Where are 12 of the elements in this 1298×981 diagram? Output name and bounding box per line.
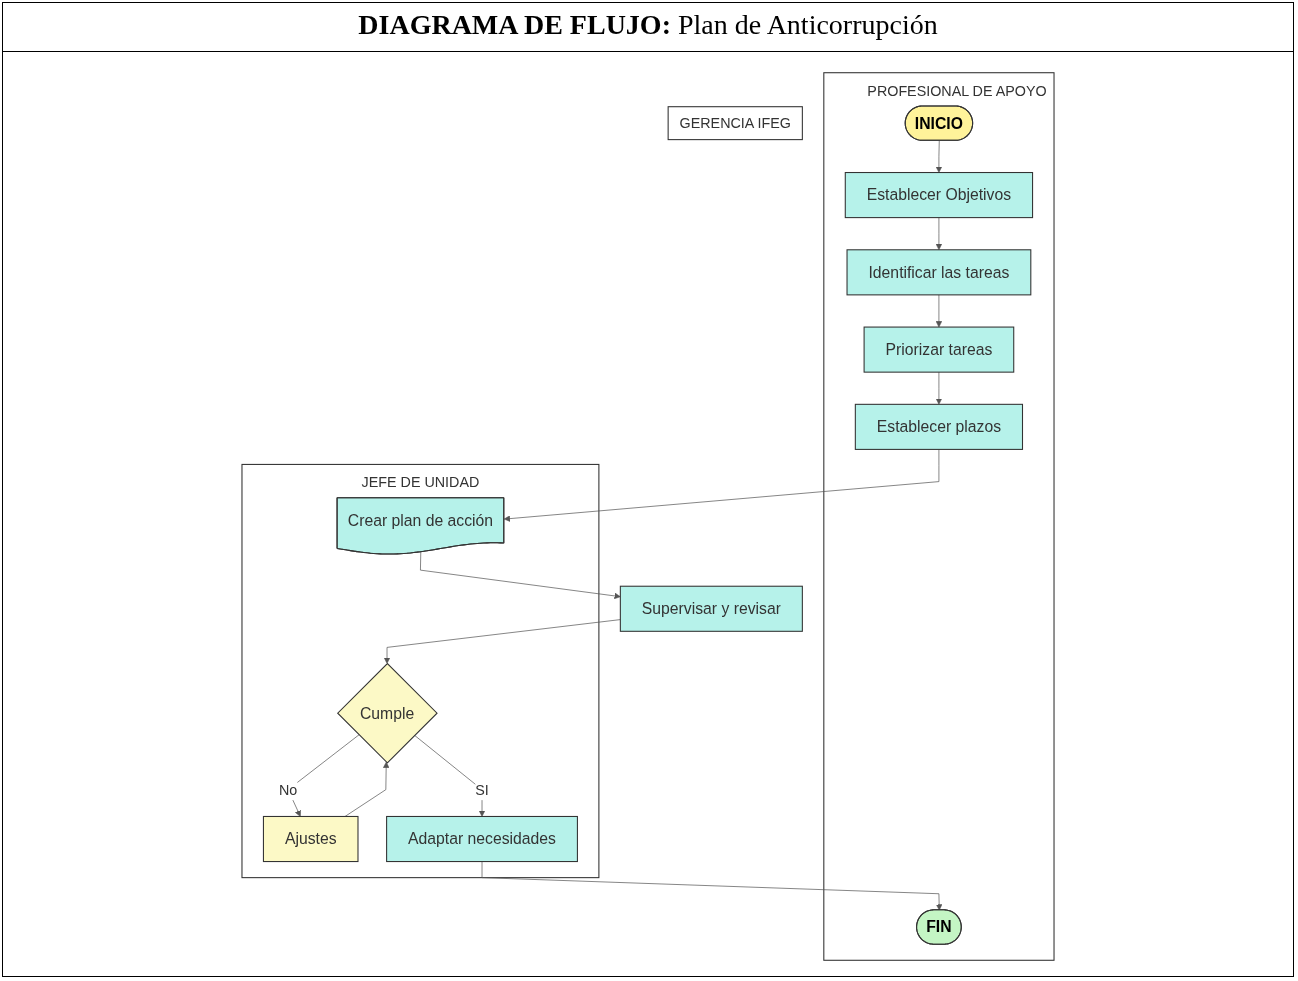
edge-label: SI — [475, 781, 489, 798]
node-box: Establecer Objetivos — [844, 172, 1034, 219]
node-diamond: Cumple — [336, 662, 438, 764]
node-box: Supervisar y revisar — [619, 585, 803, 632]
node-box: Establecer plazos — [854, 403, 1024, 450]
edge-label: No — [278, 781, 298, 798]
node-box: Priorizar tareas — [863, 326, 1015, 373]
node-box: Adaptar necesidades — [386, 815, 578, 863]
node-box: GERENCIA IFEG — [667, 106, 803, 141]
node-box: Ajustes — [262, 815, 359, 863]
node-box: Identificar las tareas — [846, 249, 1032, 296]
title: DIAGRAMA DE FLUJO: Plan de Anticorrupción — [3, 3, 1293, 52]
